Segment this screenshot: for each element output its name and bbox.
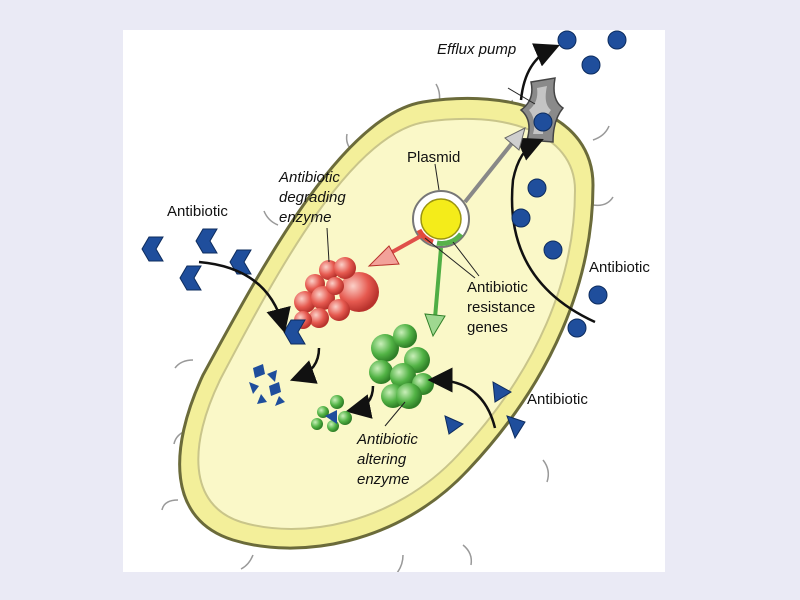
bacterial-cell-diagram: Efflux pump Antibiotic Plasmid [141, 30, 650, 572]
svg-text:degrading: degrading [279, 189, 346, 206]
svg-text:genes: genes [467, 319, 508, 336]
svg-text:Antibiotic: Antibiotic [356, 431, 418, 448]
resistance-genes-label: Antibiotic resistance genes [467, 279, 535, 336]
plasmid-label: Plasmid [407, 149, 460, 166]
plasmid-icon [412, 190, 470, 248]
antibiotic-circle-icon [511, 30, 627, 338]
antibiotic-bottom-label: Antibiotic [527, 391, 588, 408]
svg-text:Antibiotic: Antibiotic [278, 169, 340, 186]
bacterial-cell-inner [197, 117, 577, 530]
svg-text:resistance: resistance [467, 299, 535, 316]
svg-text:Antibiotic: Antibiotic [467, 279, 528, 296]
degraded-antibiotic-fragments [249, 364, 285, 406]
plasmid-to-degrading-arrow [367, 234, 422, 267]
resistance-gene-pointers [424, 237, 480, 279]
antibiotic-triangle-icon [444, 381, 526, 440]
antibiotic-right-label: Antibiotic [589, 259, 650, 276]
diagram-panel: Efflux pump Antibiotic Plasmid [123, 30, 665, 572]
plasmid-to-altering-arrow [424, 247, 446, 338]
altered-antibiotic-cluster [311, 395, 352, 432]
degrading-enzyme-cluster [294, 257, 379, 329]
degrading-enzyme-label: Antibiotic degrading enzyme [278, 169, 346, 226]
svg-text:altering: altering [357, 451, 407, 468]
altering-enzyme-label: Antibiotic altering enzyme [356, 431, 418, 488]
svg-text:enzyme: enzyme [357, 471, 410, 488]
efflux-pump-label: Efflux pump [437, 41, 516, 58]
antibiotic-left-label: Antibiotic [167, 203, 228, 220]
svg-text:enzyme: enzyme [279, 209, 332, 226]
plasmid-to-pump-arrow [463, 127, 526, 204]
